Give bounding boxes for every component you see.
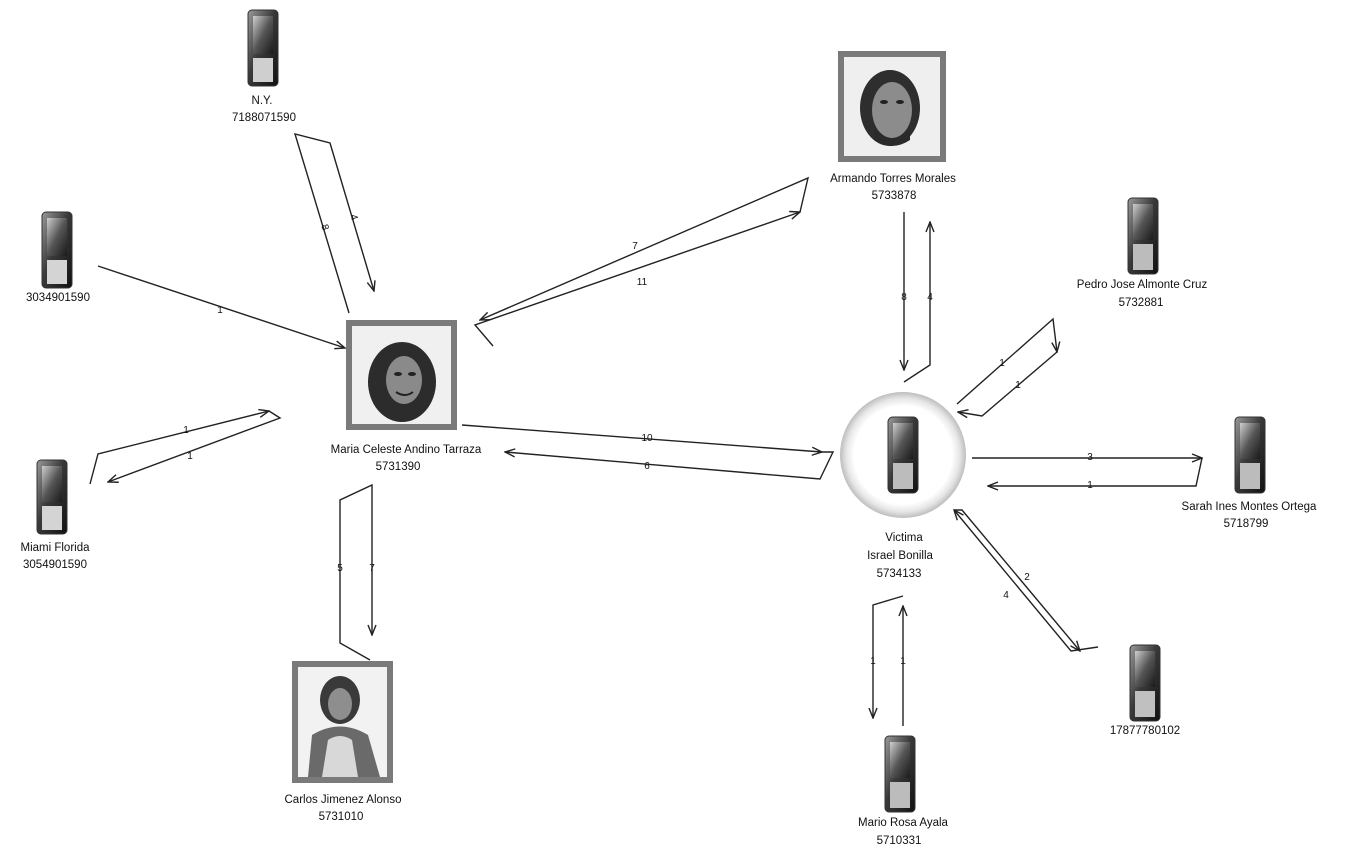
edge-count: 1 [1087,480,1093,491]
node-miami[interactable]: Miami Florida 3054901590 [20,459,90,571]
edge-n3034-maria[interactable]: 1 [97,265,345,348]
edge-count: 1 [187,451,193,462]
mobile-phone-icon [41,211,73,289]
mobile-phone-icon [247,9,279,87]
node-victim[interactable]: Victima Israel Bonilla 5734133 [840,392,966,580]
edge-count: 4 [1003,590,1009,601]
edge-count: 2 [1024,572,1030,583]
node-label: Carlos Jimenez Alonso [285,794,402,806]
edge-maria-carlos[interactable]: 5 7 [337,483,375,661]
edge-count: 6 [644,461,650,472]
node-pedro[interactable]: Pedro Jose Almonte Cruz 5732881 [1077,197,1208,309]
node-number: 5734133 [877,568,922,580]
node-label: N.Y. [252,95,273,107]
node-maria[interactable]: Maria Celeste Andino Tarraza 5731390 [331,320,482,473]
node-number: 5731390 [376,461,421,473]
node-n1787[interactable]: 17877780102 [1110,644,1180,737]
edge-count: 7 [369,563,375,574]
edge-count: 1 [900,656,906,667]
edge-count: 1 [183,425,189,436]
edge-count: 1 [1015,380,1021,391]
edge-victim-n1787[interactable]: 2 4 [954,510,1099,651]
edge-victim-sarah[interactable]: 3 1 [972,452,1202,491]
edge-count: 7 [632,241,638,252]
edge-count: 1 [870,656,876,667]
edge-count: 8 [318,223,330,232]
edge-count: 1 [999,358,1005,369]
node-label: Armando Torres Morales [830,173,956,185]
edge-count: 3 [1087,452,1093,463]
male-portrait-photo [838,51,946,162]
edge-ny-maria[interactable]: 8 4 [293,133,374,314]
node-label: Victima [885,532,923,544]
node-number: 3034901590 [26,292,90,304]
node-mario[interactable]: Mario Rosa Ayala 5710331 [858,735,949,847]
mobile-phone-icon [36,459,68,535]
edge-count: 4 [347,213,359,222]
edge-victim-mario[interactable]: 1 1 [870,595,906,726]
node-number: 5733878 [872,190,917,202]
node-label: Maria Celeste Andino Tarraza [331,444,482,456]
edge-miami-maria[interactable]: 1 1 [89,411,282,485]
node-n3034[interactable]: 3034901590 [26,211,90,304]
mobile-phone-icon [1234,416,1266,494]
male-portrait-photo [292,661,393,783]
node-carlos[interactable]: Carlos Jimenez Alonso 5731010 [285,661,402,823]
edge-victim-pedro[interactable]: 1 1 [957,317,1057,416]
edge-count: 8 [901,292,907,303]
mobile-phone-icon [1129,644,1161,722]
female-portrait-photo [346,320,457,430]
edge-count: 11 [637,277,648,288]
node-number: 5710331 [877,835,922,847]
edge-maria-armando[interactable]: 7 11 [473,176,810,347]
node-label: Sarah Ines Montes Ortega [1182,501,1317,513]
edge-maria-victim[interactable]: 10 6 [461,424,835,480]
edge-count: 5 [337,563,343,574]
node-sarah[interactable]: Sarah Ines Montes Ortega 5718799 [1182,416,1317,530]
node-label: Mario Rosa Ayala [858,817,949,829]
edge-count: 1 [217,305,223,316]
node-ny[interactable]: N.Y. 7188071590 [232,9,296,124]
node-number: 5731010 [319,811,364,823]
edges: 8 4 1 1 1 5 7 7 11 [89,133,1202,726]
mobile-phone-icon [1127,197,1159,275]
node-number: 3054901590 [23,559,87,571]
edge-armando-victim[interactable]: 8 4 [901,212,933,383]
edge-count: 4 [927,292,933,303]
node-label: Miami Florida [20,542,90,554]
node-number: 5732881 [1119,297,1164,309]
node-label: Pedro Jose Almonte Cruz [1077,279,1208,291]
node-number: 7188071590 [232,112,296,124]
node-number: 17877780102 [1110,725,1180,737]
node-label-secondary: Israel Bonilla [867,550,933,562]
node-number: 5718799 [1224,518,1269,530]
mobile-phone-icon [887,416,919,494]
edge-count: 10 [641,433,653,444]
node-armando[interactable]: Armando Torres Morales 5733878 [830,51,956,202]
mobile-phone-icon [884,735,916,813]
